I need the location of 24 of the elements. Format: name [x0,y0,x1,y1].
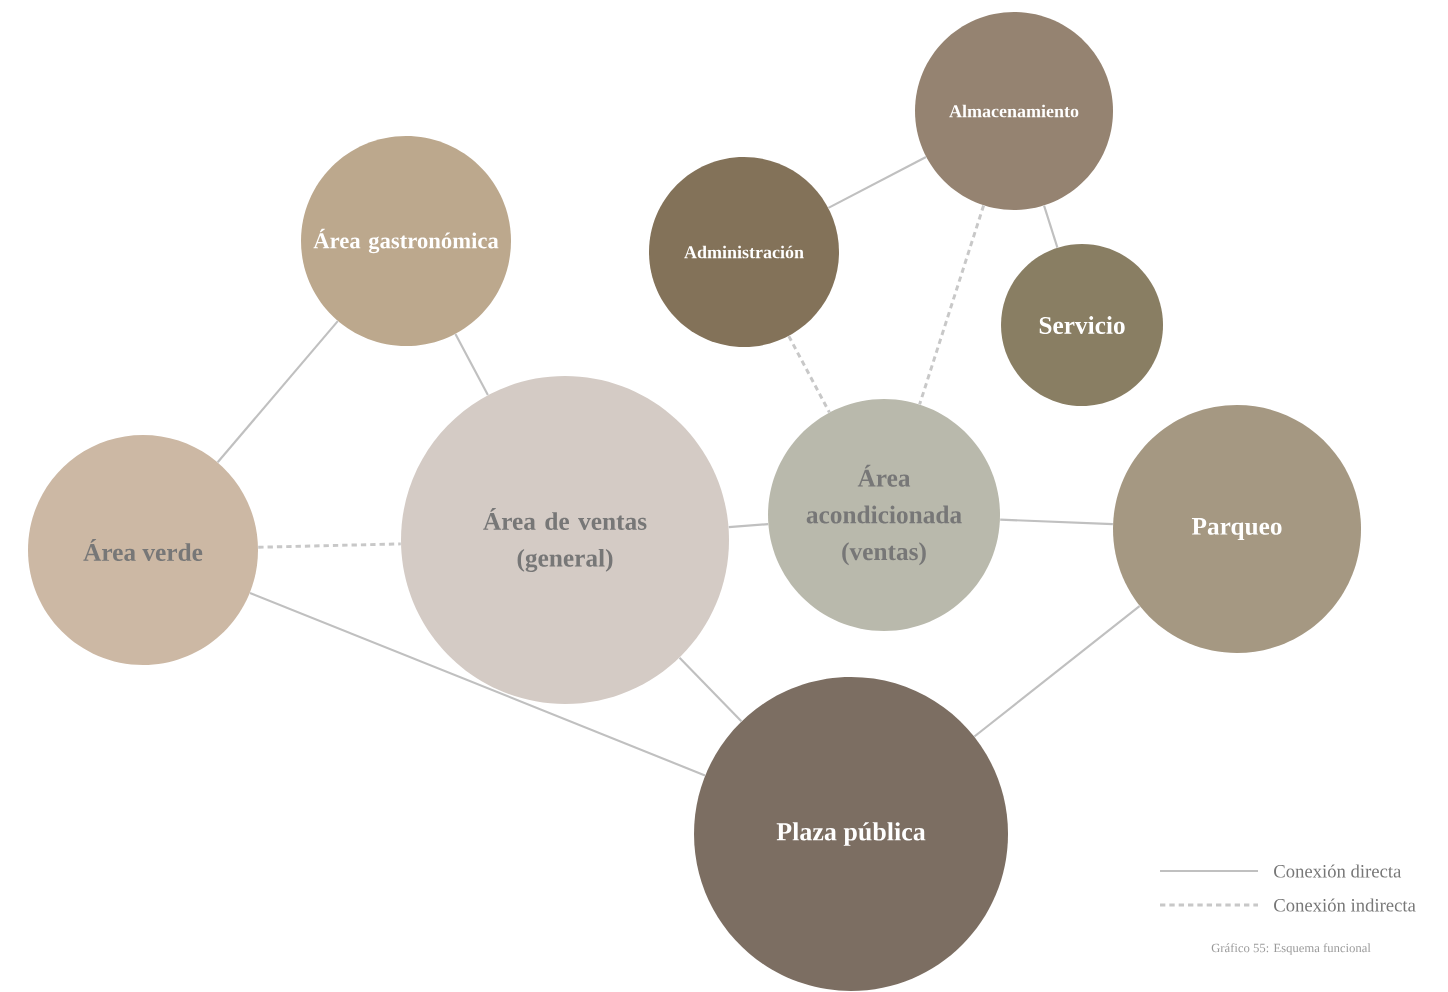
connector-line [787,335,831,414]
circle-node: Servicio [1001,244,1163,406]
connector-line [728,523,769,529]
circle-node: Almacenamiento [915,12,1113,210]
connector-line [1043,205,1059,248]
circle-node: Parqueo [1113,405,1361,653]
connector-line [249,591,706,777]
circle-node: Área de ventas (general) [401,376,729,704]
legend-label: Conexión indirecta [1274,898,1416,912]
connector-line [258,542,401,549]
circle-node: Área verde [28,435,258,665]
circle-node: Área gastronómica [301,136,511,346]
circle-node: Administración [649,157,839,347]
connector-line [216,320,339,463]
circle-node: Plaza pública [694,677,1008,991]
circle-node: Área acondicionada (ventas) [768,399,1000,631]
connector-line [973,605,1141,738]
connector-line [454,333,489,396]
connector-line [827,156,927,209]
caption: Gráfico 55: Esquema funcional [1211,943,1371,955]
connector-line [918,205,985,405]
legend-label: Conexión directa [1274,864,1402,878]
connector-line [1000,518,1113,526]
connector-line [678,657,743,723]
